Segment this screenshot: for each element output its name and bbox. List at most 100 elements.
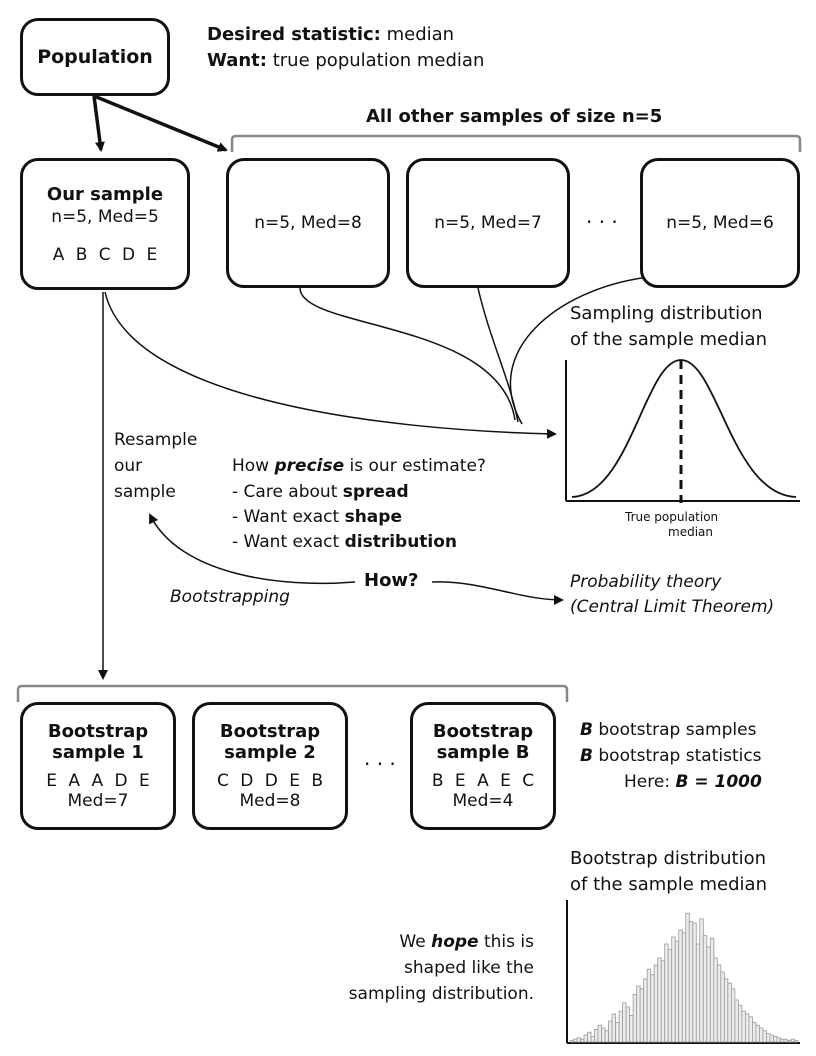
hist-bar [681,932,687,1043]
hist-bar [720,971,725,1043]
arrow-population-to-other-samples [93,94,228,152]
curve-sample4-to-dist [509,277,643,425]
arrow-how-to-resample [149,513,356,585]
hist-bar [643,978,648,1043]
desired-label: Desired statistic: [207,24,381,45]
precision-question: How precise is our estimate? [232,456,486,476]
hist-bar [706,946,711,1043]
bootstrap-sample-stats: Med=7 [67,791,129,811]
other-sample-box: n=5, Med=8 [226,158,390,288]
hist-bar [601,1027,606,1043]
other-sample-stats: n=5, Med=8 [254,213,362,233]
sampling-dist-title: of the sample median [570,329,767,350]
hist-bar [762,1030,767,1043]
hist-bar [769,1034,774,1043]
hist-bar [744,1013,750,1043]
hist-bar [678,929,683,1043]
true-median-label: True population [625,510,719,524]
hist-bar [692,922,697,1043]
bootstrap-samples-bracket [16,684,569,702]
desired-statistic: Desired statistic: median [207,24,454,45]
our-sample-stats: n=5, Med=5 [51,206,159,227]
resample-label: sample [114,482,176,502]
true-median-label: median [668,525,713,539]
hist-bar [702,935,708,1043]
hist-bar [580,1038,585,1043]
hist-bar [569,1040,574,1043]
our-sample-title: Our sample [46,183,164,205]
hist-bar [622,1002,627,1043]
hist-bar [573,1038,578,1043]
our-sample-box: Our sample n=5, Med=5 A B C D E [20,158,190,290]
hist-bar [629,1015,634,1043]
sampling-dist-chart [565,359,800,503]
hist-bar [737,1005,743,1043]
other-sample-box: n=5, Med=7 [406,158,570,288]
sampling-dist-curve [571,359,797,498]
resample-label: our [114,456,143,476]
hist-bar [608,1020,613,1043]
hist-bar [657,957,662,1043]
hist-bar [752,1022,757,1043]
samples-ellipsis: · · · [586,210,618,234]
hist-bar [755,1024,760,1043]
hist-bar [632,994,638,1043]
desired-value: median [386,24,455,45]
hope-text: shaped like the [404,958,534,978]
hist-bar [741,1010,746,1043]
bootstrap-dist-title: of the sample median [570,874,767,895]
hist-bar [594,1029,599,1043]
hist-bar [699,918,704,1043]
bootstrap-info-line: B bootstrap samples [580,720,757,740]
want-value: true population median [272,50,485,71]
hist-bar [611,1013,617,1043]
hope-text: We hope this is [399,932,534,952]
hist-bar [787,1040,792,1043]
precision-item: - Want exact shape [232,507,402,527]
hist-bar [695,943,701,1043]
hist-bar [723,978,729,1043]
hist-bar [650,974,655,1043]
probability-label: Probability theory [570,572,722,592]
population-box: Population [20,18,170,96]
hist-bar [734,999,739,1043]
hist-bar [783,1038,788,1043]
hist-bar [766,1033,771,1043]
bootstrap-sample-box: Bootstrap sample 1 E A A D E Med=7 [20,702,176,830]
hist-bar [646,968,652,1043]
hist-bar [636,985,641,1043]
hist-bar [780,1038,785,1043]
hist-bar [748,1016,753,1043]
bootstrap-sample-title: Bootstrap [47,721,149,742]
other-sample-box: n=5, Med=6 [640,158,800,288]
hist-bar [716,964,722,1043]
probability-label: (Central Limit Theorem) [570,597,775,617]
hist-bar [671,936,676,1043]
bootstrap-sample-stats: Med=4 [452,791,514,811]
bootstrap-sample-box: Bootstrap sample B B E A E C Med=4 [410,702,556,830]
bootstrap-sample-letters: C D D E B [216,771,324,791]
arrow-population-to-our-sample [92,95,105,152]
hist-bar [730,988,736,1043]
hist-bar [790,1038,795,1043]
bootstrap-info-line: Here: B = 1000 [624,772,762,792]
hist-bar [587,1031,592,1043]
hist-bar [660,960,666,1043]
resample-label: Resample [114,430,198,450]
bootstrap-ellipsis: · · · [364,752,396,776]
hist-bar [709,938,715,1043]
other-sample-stats: n=5, Med=7 [434,213,542,233]
hist-bar [759,1027,764,1043]
hope-text: sampling distribution. [348,984,534,1004]
arrow-how-to-probability [431,581,564,605]
hist-bar [597,1024,602,1043]
hist-bar [713,957,718,1043]
hist-bar [604,1030,609,1043]
hist-bar [653,964,659,1043]
bootstrap-sample-title: sample 1 [52,742,144,763]
bootstrap-dist-chart [566,900,800,1044]
hist-bar [576,1037,581,1043]
hist-bar [615,1022,620,1043]
hist-bar [685,912,690,1043]
how-label: How? [364,570,419,591]
